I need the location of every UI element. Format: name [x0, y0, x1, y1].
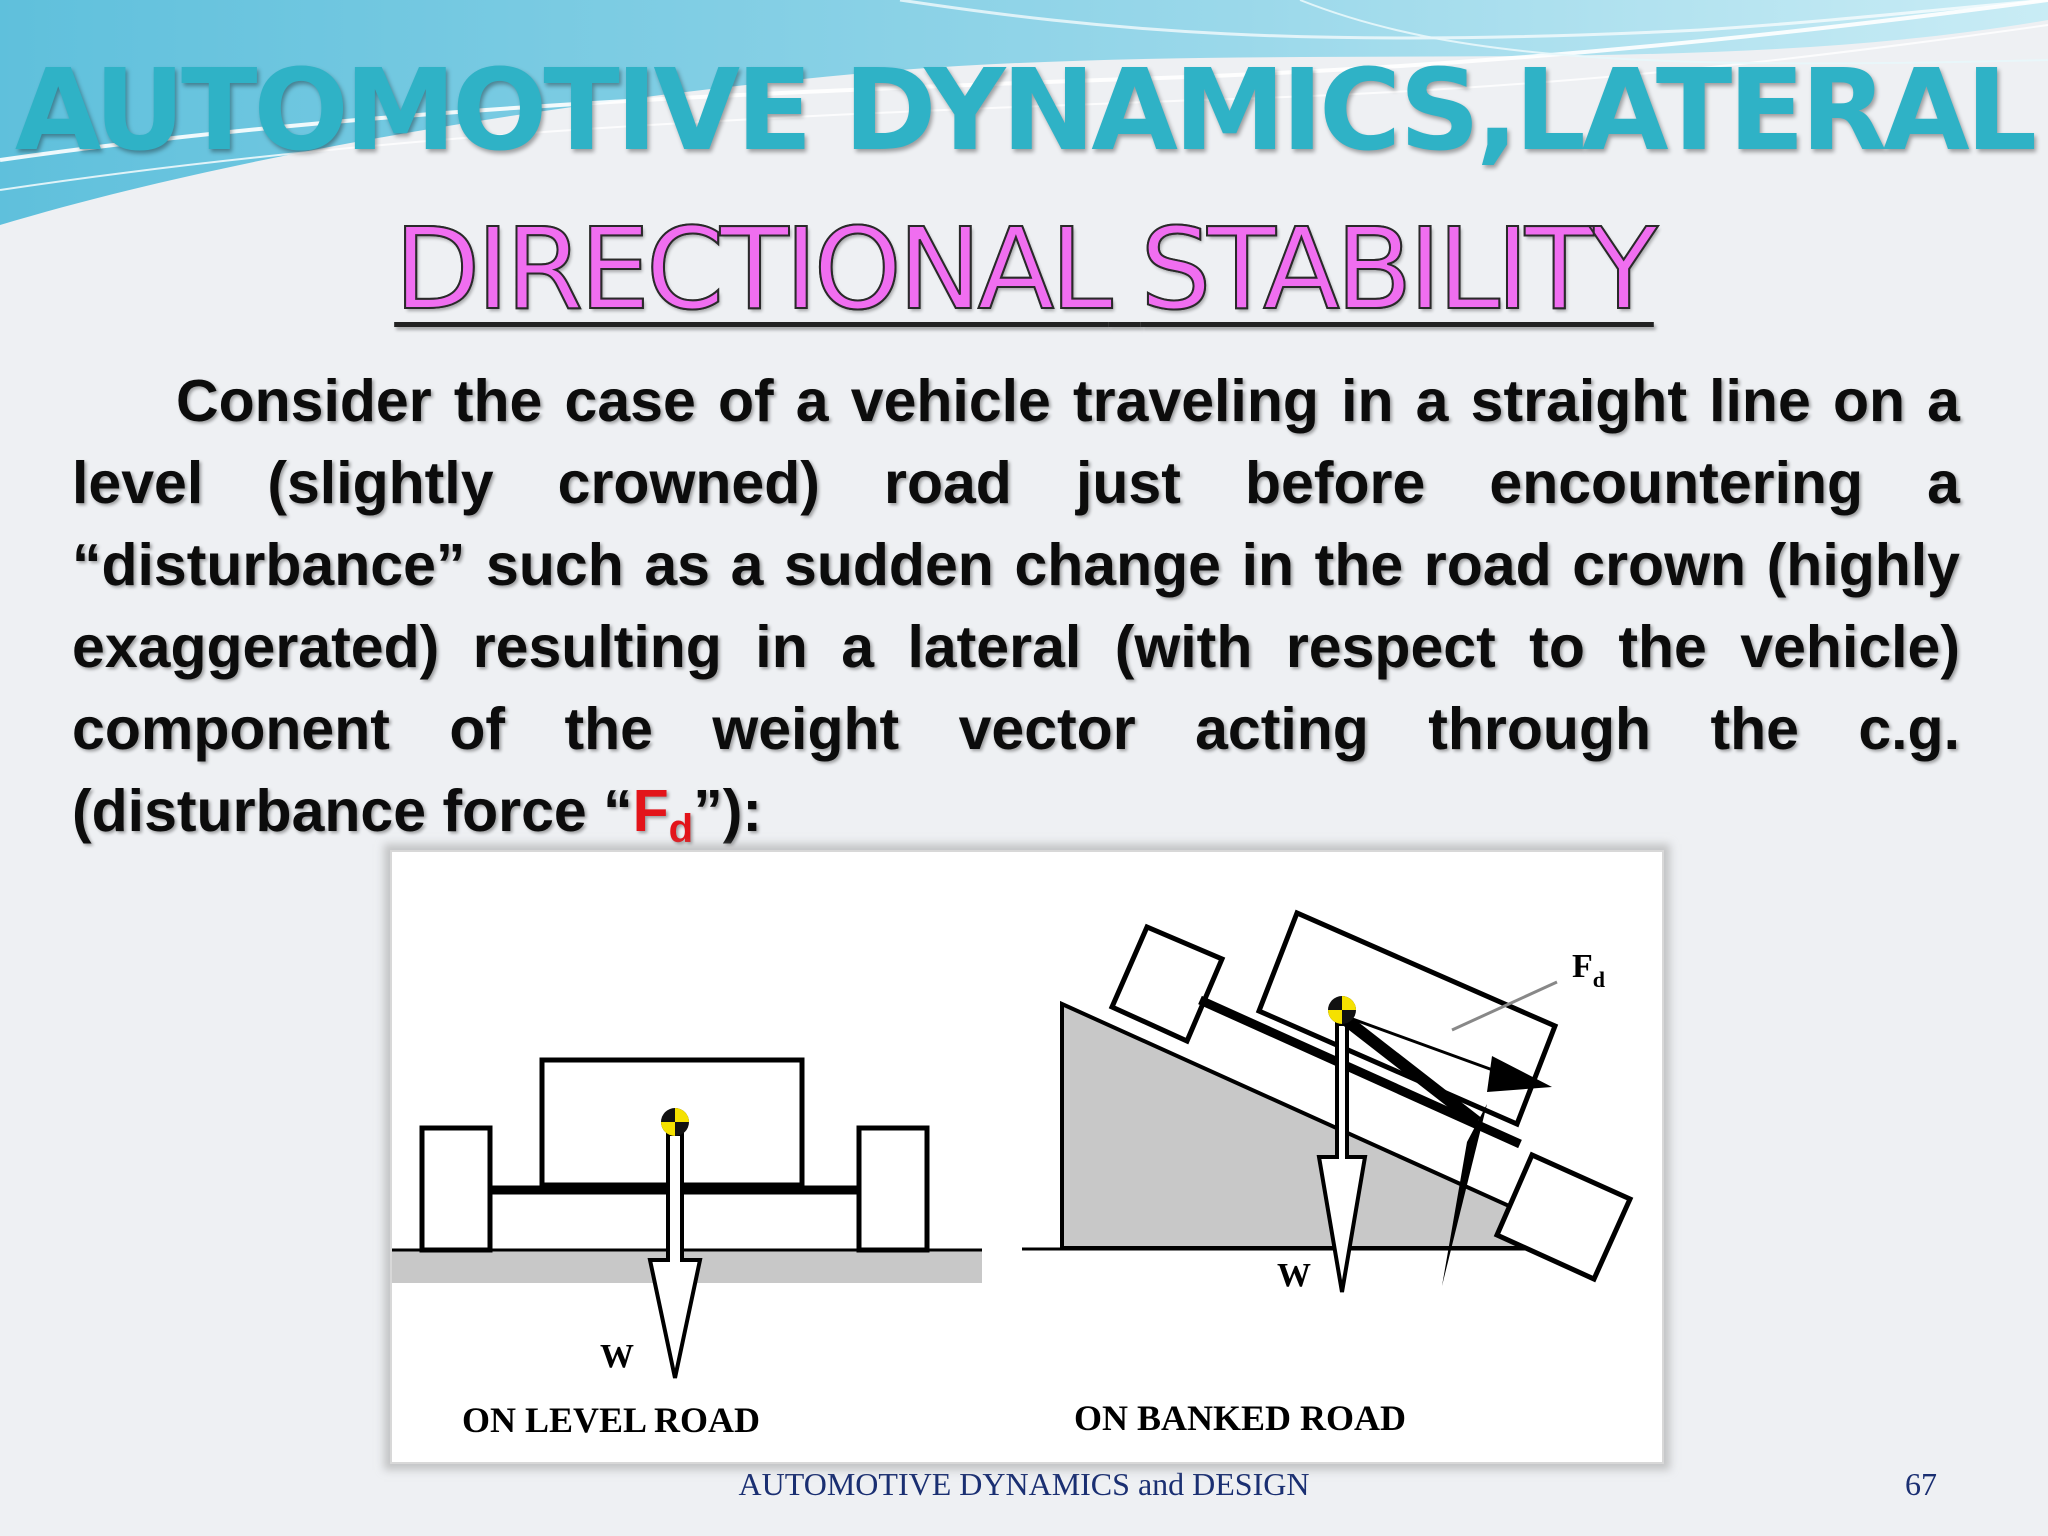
force-subscript: d	[668, 806, 694, 852]
banked-weight-arrow	[1316, 1022, 1368, 1293]
slide-subtitle: DIRECTIONAL STABILITY	[0, 204, 2048, 336]
fd-arrowhead	[1487, 1056, 1552, 1092]
banked-force-label: Fd	[1572, 948, 1605, 992]
level-right-wheel	[856, 1125, 930, 1253]
vehicle-stability-figure: W ON LEVEL ROAD Fd W ON BANKED ROAD	[390, 850, 1664, 1464]
fd-vector-line	[1346, 1015, 1513, 1079]
slide-footer: AUTOMOTIVE DYNAMICS and DESIGN	[738, 1466, 1310, 1502]
banked-upper-wheel	[1108, 923, 1226, 1045]
force-letter: F	[632, 778, 669, 844]
level-road-caption: ON LEVEL ROAD	[462, 1400, 760, 1440]
banked-lower-wheel	[1493, 1151, 1634, 1283]
subtitle-word-stability: STABILITY	[1139, 204, 1659, 336]
header-wave-background	[0, 0, 2048, 225]
level-weight-label: W	[600, 1338, 634, 1375]
body-text: Consider the case of a vehicle traveling…	[72, 368, 1960, 844]
level-left-wheel	[419, 1125, 493, 1253]
figure-drawing: W ON LEVEL ROAD Fd W ON BANKED ROAD	[392, 909, 1634, 1440]
page-number: 67	[1905, 1466, 1937, 1502]
banked-lateral-arrowhead	[1442, 1104, 1487, 1286]
slide-title: AUTOMOTIVE DYNAMICS,LATERAL	[14, 46, 2037, 176]
banked-road-caption: ON BANKED ROAD	[1074, 1398, 1406, 1438]
banked-weight-label: W	[1277, 1257, 1311, 1294]
body-end: ”):	[693, 778, 762, 844]
disturbance-force-symbol: Fd	[632, 778, 694, 851]
banked-lateral-shaft	[1338, 1012, 1481, 1127]
subtitle-word-directional: DIRECTIONAL	[393, 204, 1113, 336]
level-weight-arrow	[647, 1132, 703, 1379]
banked-force-subscript: d	[1593, 967, 1605, 992]
fd-leader-line	[1451, 980, 1558, 1032]
banked-force-letter: F	[1572, 948, 1593, 985]
body-paragraph: Consider the case of a vehicle traveling…	[72, 360, 1960, 870]
